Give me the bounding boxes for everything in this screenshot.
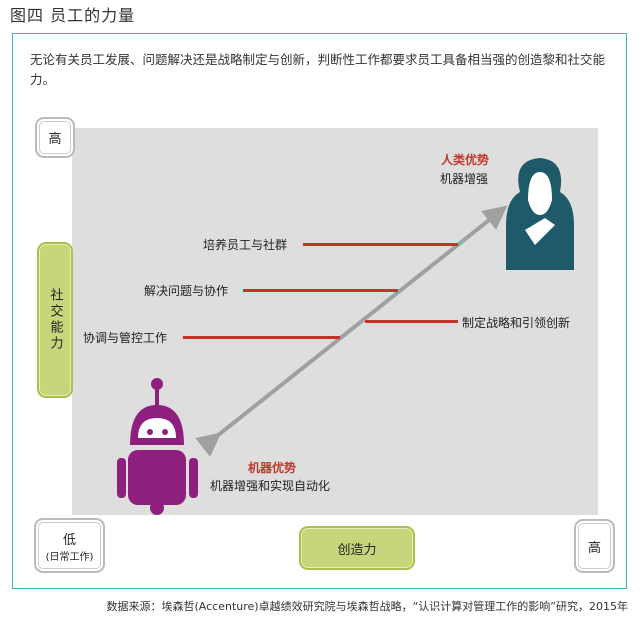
human-advantage-title: 人类优势 (441, 153, 490, 167)
task-bar-2 (243, 289, 398, 292)
x-axis-text: 创造力 (337, 542, 377, 558)
task-bar-3 (365, 320, 458, 323)
x-axis-label: 创造力 (299, 526, 415, 570)
x-high-text: 高 (587, 540, 601, 556)
task-label-1: 培养员工与社群 (203, 238, 288, 252)
x-low-subtext: (日常工作) (45, 551, 94, 563)
task-label-2: 解决问题与协作 (144, 284, 229, 298)
robot-icon (117, 378, 198, 515)
source-note: 数据来源：埃森哲(Accenture)卓越绩效研究院与埃森哲战略，“认识计算对管… (106, 600, 628, 613)
x-high-label: 高 (574, 519, 615, 573)
machine-advantage-title: 机器优势 (248, 461, 297, 475)
x-low-label: 低 (日常工作) (34, 518, 105, 573)
y-high-label: 高 (35, 117, 75, 158)
human-advantage-sub: 机器增强 (440, 172, 489, 186)
task-bar-4 (183, 336, 340, 339)
y-high-text: 高 (48, 132, 62, 147)
task-bar-1 (303, 243, 458, 246)
double-arrow (195, 205, 508, 457)
task-label-3: 制定战略和引领创新 (462, 316, 571, 330)
human-icon (506, 158, 574, 270)
task-label-4: 协调与管控工作 (83, 331, 168, 345)
intro-text: 无论有关员工发展、问题解决还是战略制定与创新，判断性工作都要求员工具备相当强的创… (30, 52, 606, 87)
y-axis-label: 社交能力 (37, 242, 73, 398)
y-axis-text: 社交能力 (47, 288, 63, 352)
figure-frame (12, 33, 627, 589)
x-low-text: 低 (62, 532, 76, 548)
figure-title: 图四 员工的力量 (10, 6, 136, 25)
machine-advantage-sub: 机器增强和实现自动化 (210, 479, 331, 493)
